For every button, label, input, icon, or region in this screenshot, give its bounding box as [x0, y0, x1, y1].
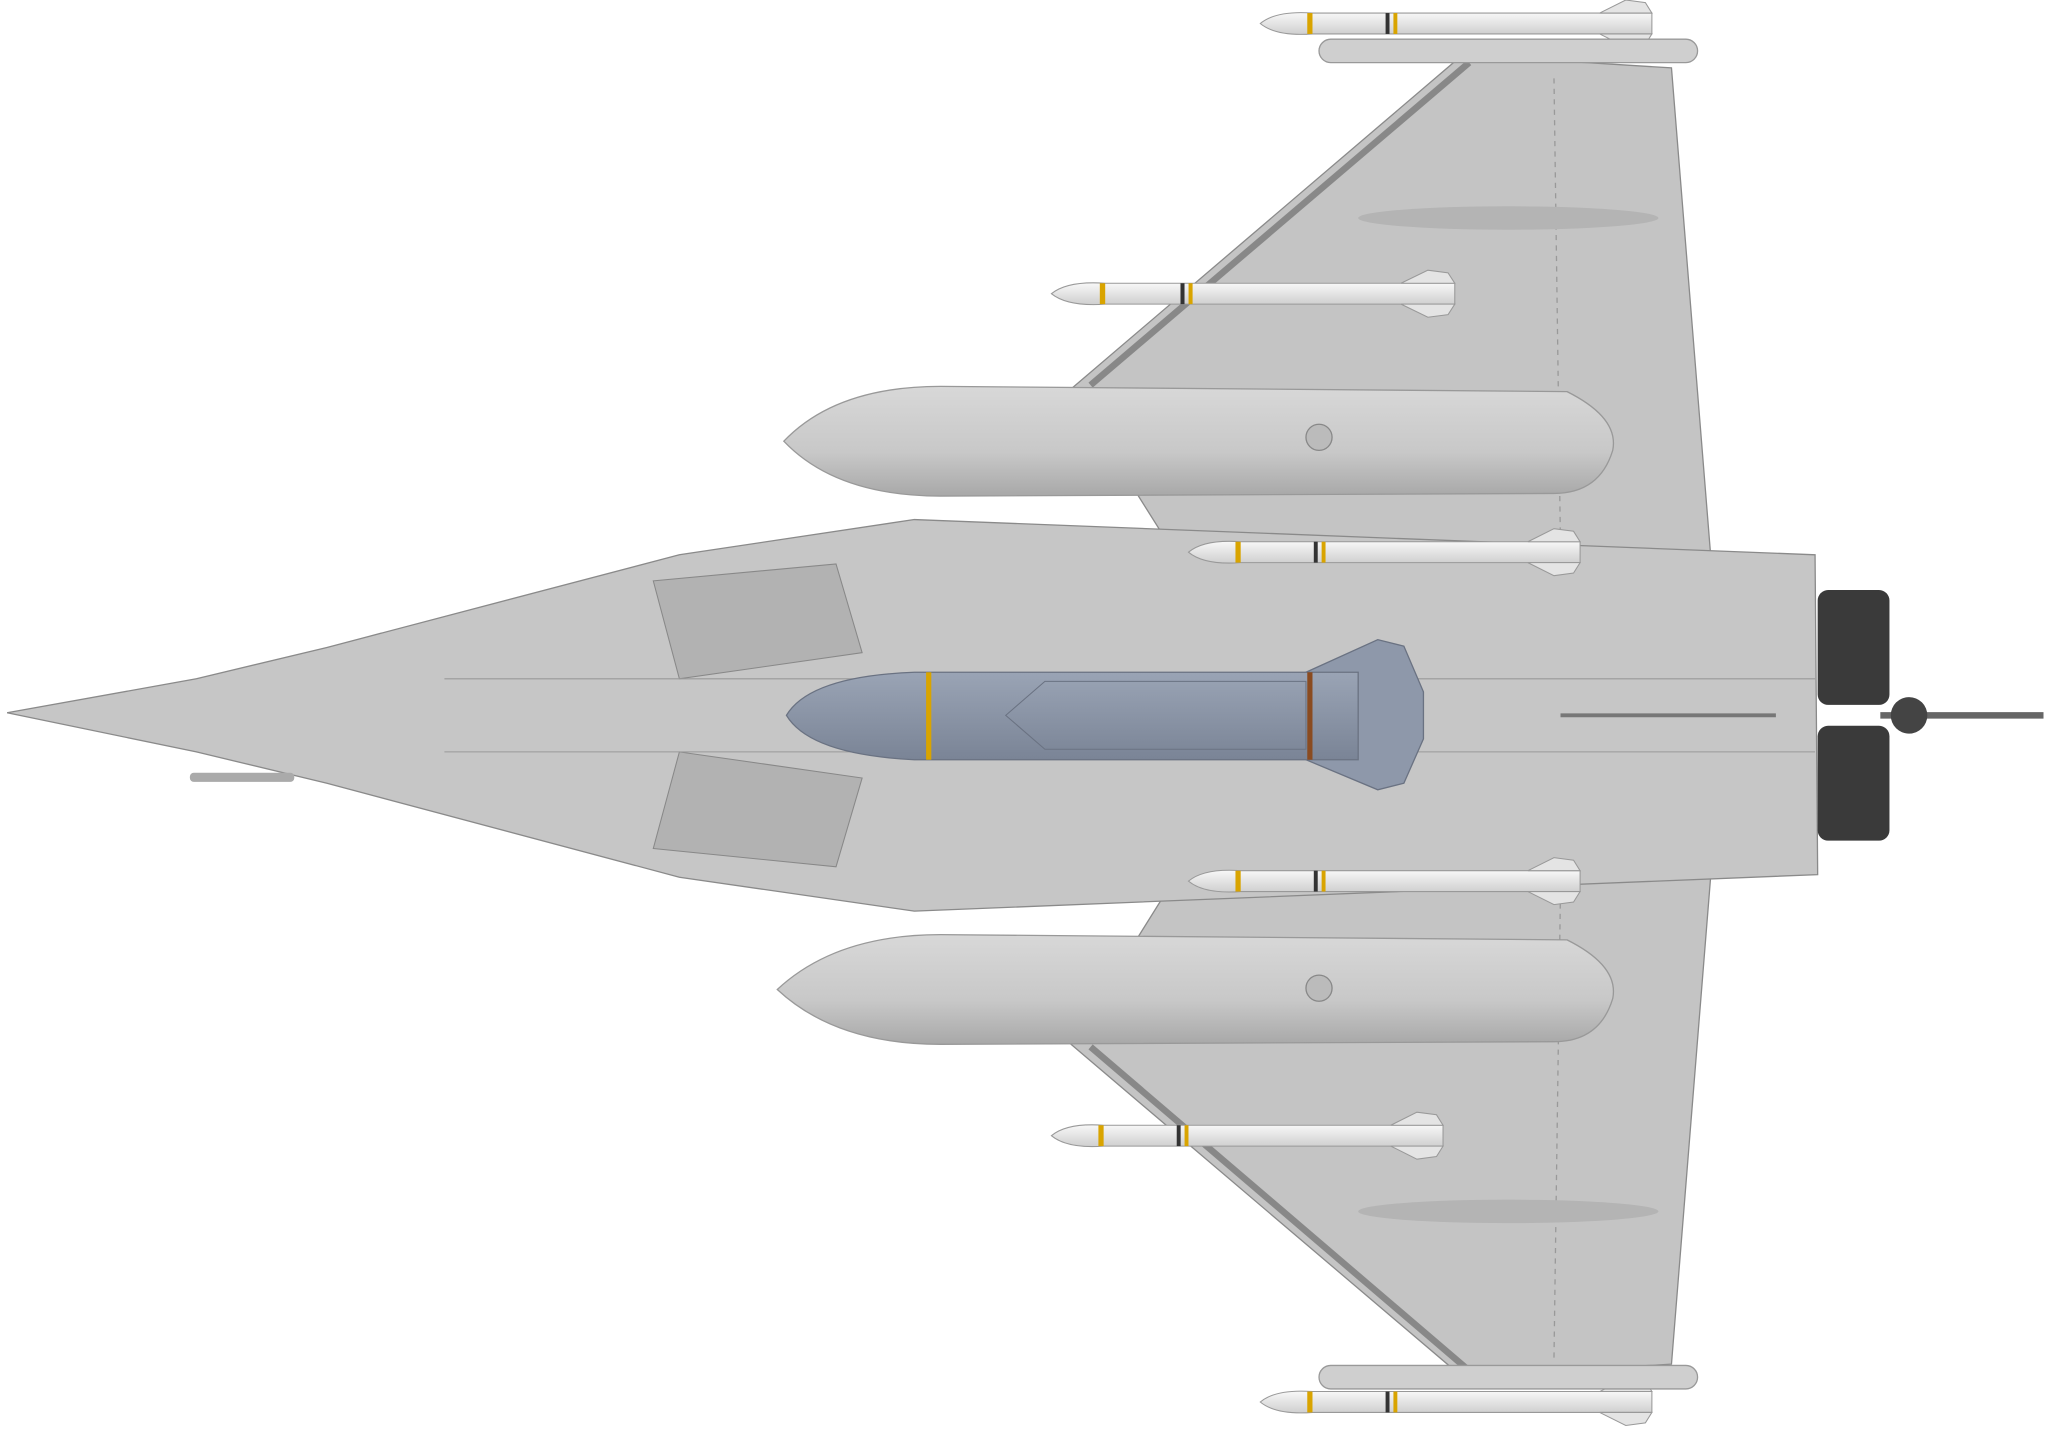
probe-base [1890, 697, 1928, 734]
engine-nozzle-upper [1817, 590, 1890, 705]
cruise-missile [785, 638, 1425, 791]
engine-nozzle-lower [1817, 725, 1890, 841]
wingtip-rail-upper [1318, 38, 1699, 64]
air-intake-upper [652, 563, 863, 680]
cruise-missile-band-brown [1307, 672, 1313, 760]
cruise-missile-panel [1004, 680, 1307, 750]
air-intake-lower [652, 751, 863, 868]
wingtip-rail-lower [1318, 1364, 1699, 1390]
drop-tank-cap-lower [1305, 974, 1333, 1002]
wing-fairing-lower [1358, 1199, 1659, 1224]
drop-tank-cap-upper [1305, 423, 1333, 452]
cruise-missile-band-yellow [926, 672, 932, 760]
cruise-missile-body [785, 671, 1359, 761]
wing-leading-edge-lower [1088, 1044, 1472, 1374]
drop-tank-lower [776, 933, 1615, 1045]
wing-leading-edge-upper [1088, 60, 1472, 388]
drop-tank-upper [782, 385, 1615, 497]
nose-antenna [189, 772, 295, 782]
wing-fairing-upper [1358, 206, 1659, 230]
